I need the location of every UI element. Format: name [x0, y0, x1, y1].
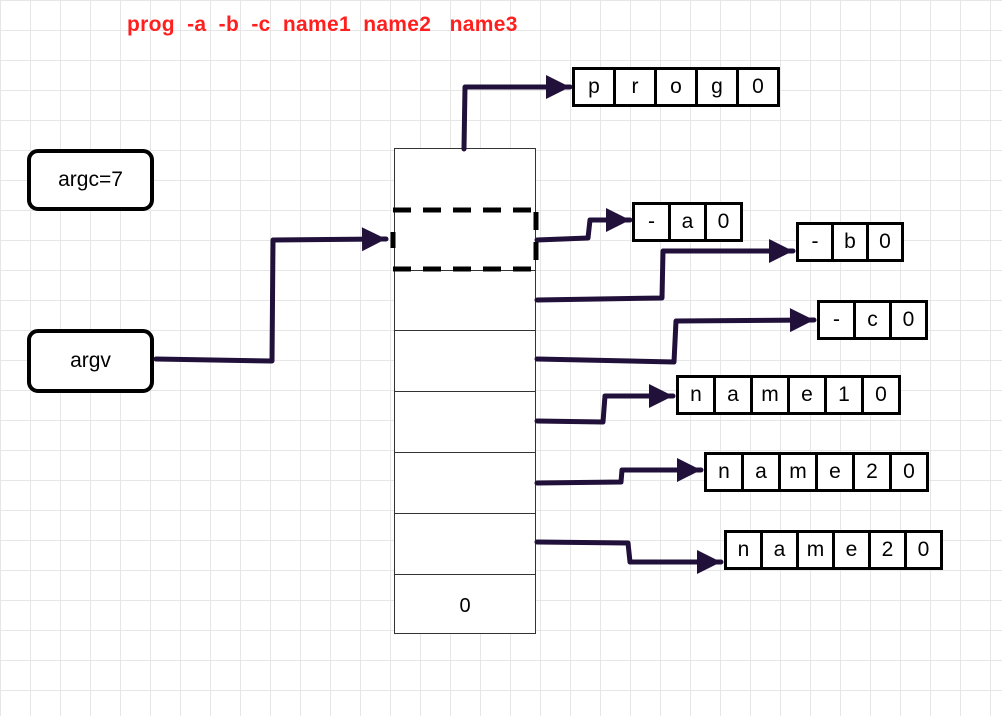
array-cell-3	[395, 330, 535, 391]
char-cell: r	[616, 70, 654, 104]
char-cell: n	[679, 378, 713, 412]
char-cell: 0	[869, 225, 901, 259]
argv-pointer-array: 0	[394, 148, 536, 634]
char-cell: -	[799, 225, 831, 259]
char-cell: c	[856, 303, 889, 337]
char-cell: 0	[739, 70, 777, 104]
char-cell: e	[790, 378, 824, 412]
arrow-to-name3-head	[697, 550, 721, 574]
char-cell: 0	[864, 378, 898, 412]
array-cell-4	[395, 391, 535, 452]
char-cell: 2	[855, 455, 889, 489]
char-cell: a	[671, 205, 704, 239]
arrow-to-c	[534, 317, 817, 365]
char-cell: p	[575, 70, 613, 104]
array-cell-7	[395, 574, 535, 635]
char-cell: a	[763, 533, 796, 567]
argc-label: argc=7	[58, 168, 123, 191]
char-cell: 0	[707, 205, 740, 239]
char-cell: m	[781, 455, 815, 489]
char-cell: 0	[907, 533, 940, 567]
char-cell: 2	[871, 533, 904, 567]
char-cell: b	[834, 225, 866, 259]
char-cell: -	[820, 303, 853, 337]
char-cell: m	[753, 378, 787, 412]
char-cell: e	[835, 533, 868, 567]
command-line-title: prog -a -b -c name1 name2 name3	[127, 13, 518, 36]
arrow-to-c-head	[789, 308, 814, 333]
char-cell: e	[818, 455, 852, 489]
char-cell: o	[657, 70, 695, 104]
char-cell: a	[744, 455, 778, 489]
char-cell: 1	[827, 378, 861, 412]
array-cell-5	[395, 452, 535, 513]
char-cell: n	[707, 455, 741, 489]
array-null-terminator: 0	[459, 595, 471, 617]
arrow-to-name2-head	[677, 458, 701, 482]
char-cell: g	[698, 70, 736, 104]
arrow-to-name1	[534, 393, 676, 425]
char-cell: m	[799, 533, 832, 567]
arrow-to-prog-head	[546, 75, 570, 99]
char-cell: a	[716, 378, 750, 412]
argc-box: argc=7	[27, 149, 154, 211]
char-cell: 0	[892, 455, 926, 489]
arrow-to-a-head	[606, 208, 630, 232]
array-cell-6	[395, 513, 535, 574]
arrow-to-name3	[534, 539, 724, 565]
arrow-argv-to-array-head	[361, 227, 386, 252]
arrow-to-name1-head	[649, 384, 673, 408]
char-cell: 0	[892, 303, 925, 337]
arrow-to-b	[534, 248, 796, 303]
argv-label: argv	[70, 349, 111, 372]
arrow-to-prog	[461, 84, 573, 152]
argv-box: argv	[27, 329, 154, 393]
arrow-argv-to-array	[153, 236, 389, 364]
char-cell: n	[727, 533, 760, 567]
char-cell: -	[635, 205, 668, 239]
arrow-to-b-head	[769, 239, 793, 263]
arrow-to-name2	[534, 467, 704, 486]
